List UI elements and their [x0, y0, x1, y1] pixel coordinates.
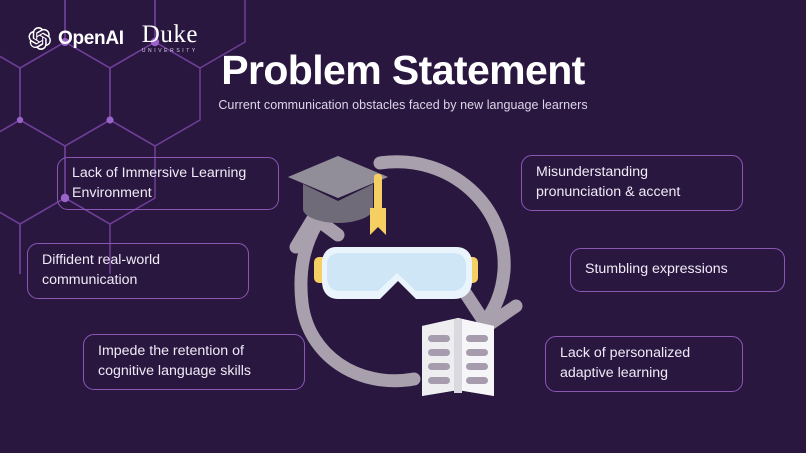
duke-wordmark: Duke	[141, 21, 198, 48]
graduation-cap-icon	[288, 156, 388, 235]
callout-impede-retention-cognitive-language-skills[interactable]: Impede the retention of cognitive langua…	[83, 334, 305, 390]
cap-to-book-arrow	[373, 155, 523, 333]
vr-goggles-icon	[314, 247, 478, 299]
page-title: Problem Statement	[221, 47, 585, 93]
logo-bar: OpenAI Duke UNIVERSITY	[27, 22, 198, 54]
openai-blossom-icon	[28, 26, 51, 50]
open-book-icon	[422, 318, 494, 396]
openai-wordmark: OpenAI	[58, 27, 124, 49]
cycle-diagram	[288, 155, 523, 396]
callout-misunderstanding-pronunciation-accent[interactable]: Misunderstanding pronunciation & accent	[521, 155, 743, 211]
callout-lack-of-immersive-learning-environment[interactable]: Lack of Immersive Learning Environment	[57, 157, 279, 210]
callout-diffident-real-world-communication[interactable]: Diffident real-world communication	[27, 243, 249, 299]
openai-logo: OpenAI	[27, 26, 124, 51]
callout-stumbling-expressions[interactable]: Stumbling expressions	[570, 248, 785, 292]
page-subtitle: Current communication obstacles faced by…	[218, 98, 588, 112]
callout-lack-of-personalized-adaptive-learning[interactable]: Lack of personalized adaptive learning	[545, 336, 743, 392]
duke-logo: Duke UNIVERSITY	[142, 22, 198, 54]
duke-subtext: UNIVERSITY	[141, 48, 198, 54]
